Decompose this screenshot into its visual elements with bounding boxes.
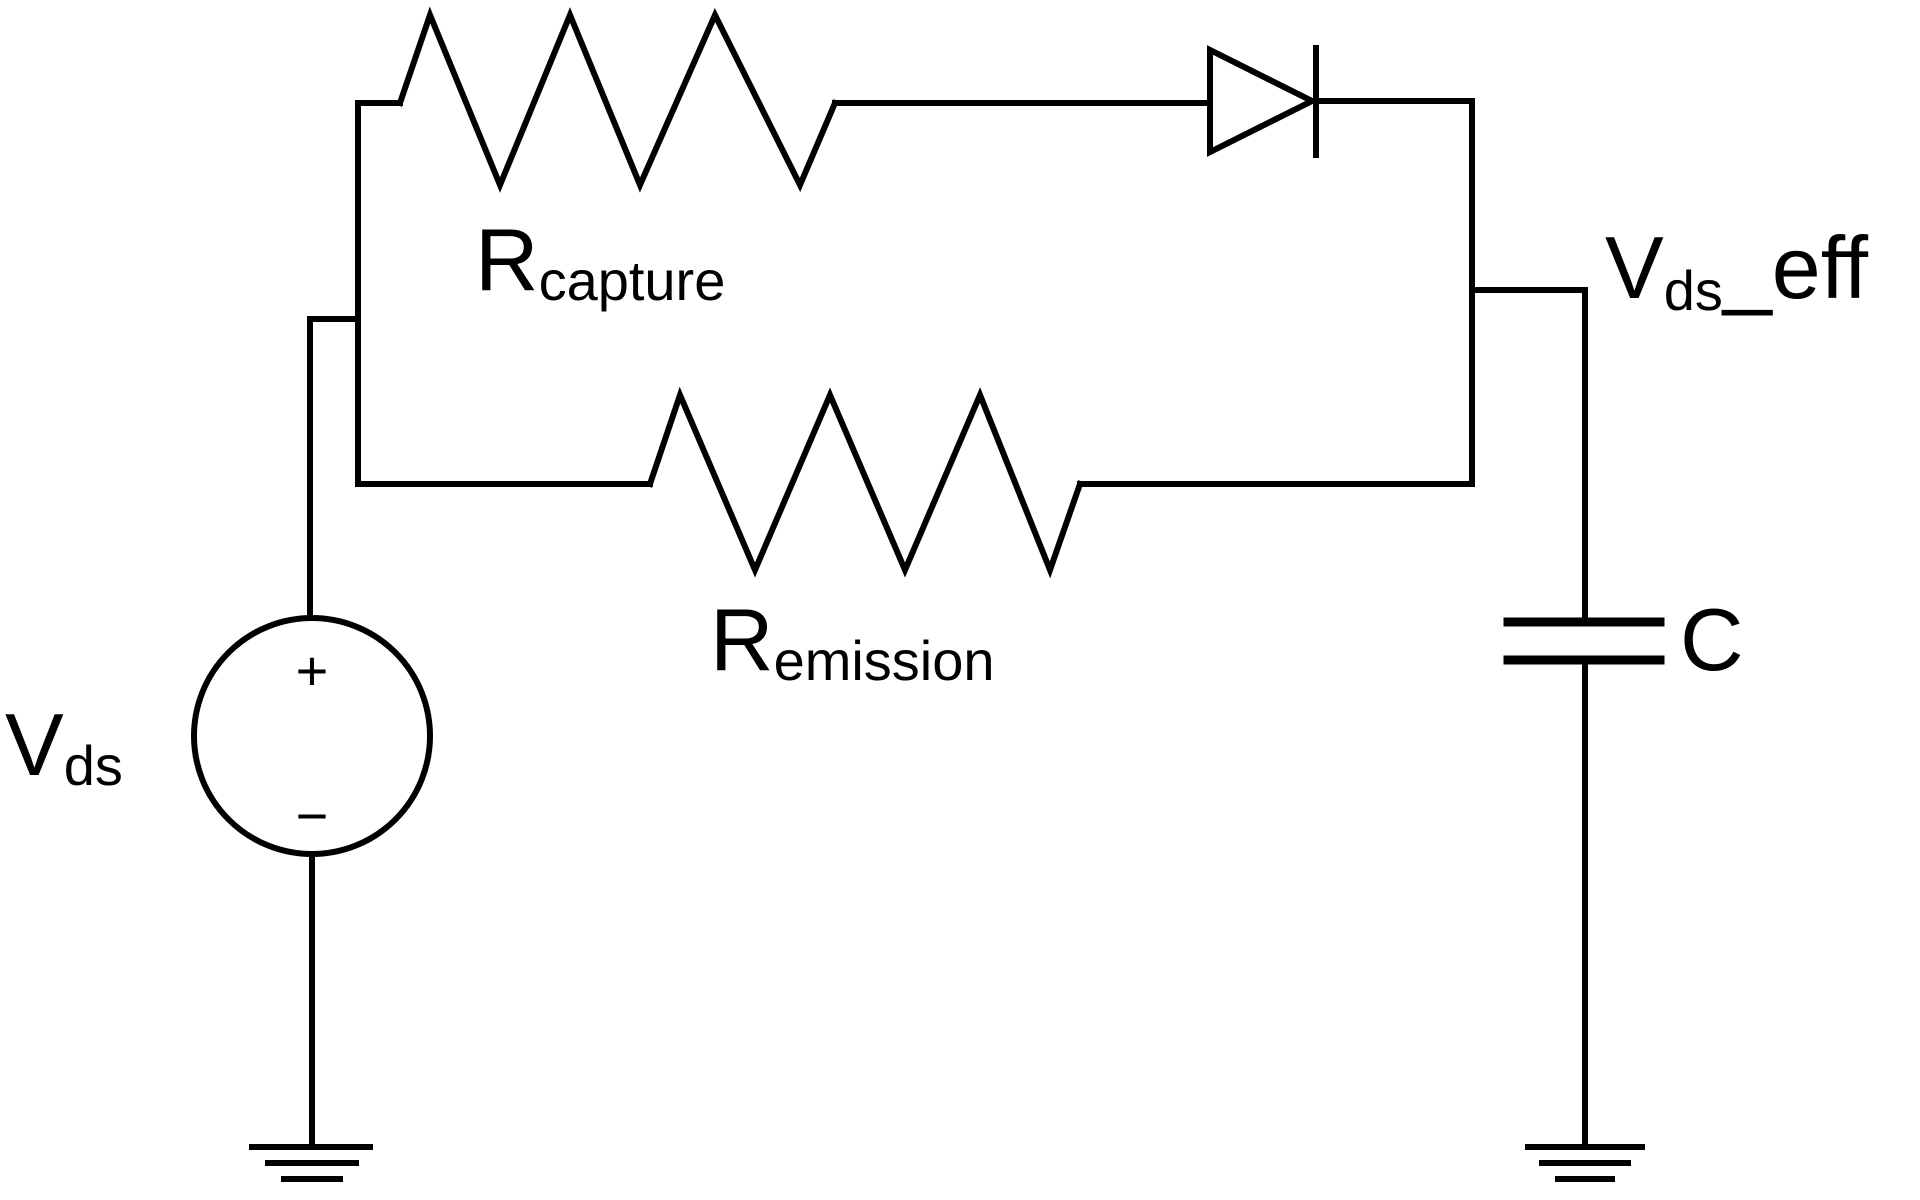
output-node-suffix: _eff xyxy=(1721,218,1869,317)
output-node-symbol-text: V xyxy=(1605,218,1664,317)
source-to-bus-wire xyxy=(307,316,361,620)
resistor-capture-symbol-text: R xyxy=(475,210,539,309)
resistor-capture-label: Rcapture xyxy=(475,210,725,312)
voltage-source-plus-sign: + xyxy=(296,639,329,702)
resistor-emission-subscript: emission xyxy=(774,629,995,692)
resistor-capture-subscript: capture xyxy=(539,249,726,312)
output-node-wire xyxy=(1469,287,1588,623)
right-ground-icon xyxy=(1525,1144,1645,1182)
resistor-capture-symbol xyxy=(396,6,839,193)
resistor-emission-label: Remission xyxy=(710,590,995,692)
voltage-source-symbol-text: V xyxy=(5,695,64,794)
capacitor-label: C xyxy=(1680,590,1744,689)
voltage-source-subscript: ds xyxy=(64,734,123,797)
diode-to-right-bus-wire xyxy=(1313,98,1475,487)
voltage-source-label: Vds xyxy=(5,695,123,797)
voltage-source-minus-sign: − xyxy=(296,784,329,847)
resistor-emission-symbol xyxy=(646,386,1084,579)
output-node-label: Vds_eff xyxy=(1605,218,1869,322)
resistor-emission-symbol-text: R xyxy=(710,590,774,689)
output-node-subscript: ds xyxy=(1664,259,1723,322)
diode-symbol xyxy=(1207,45,1319,157)
left-ground-icon xyxy=(249,1144,373,1182)
